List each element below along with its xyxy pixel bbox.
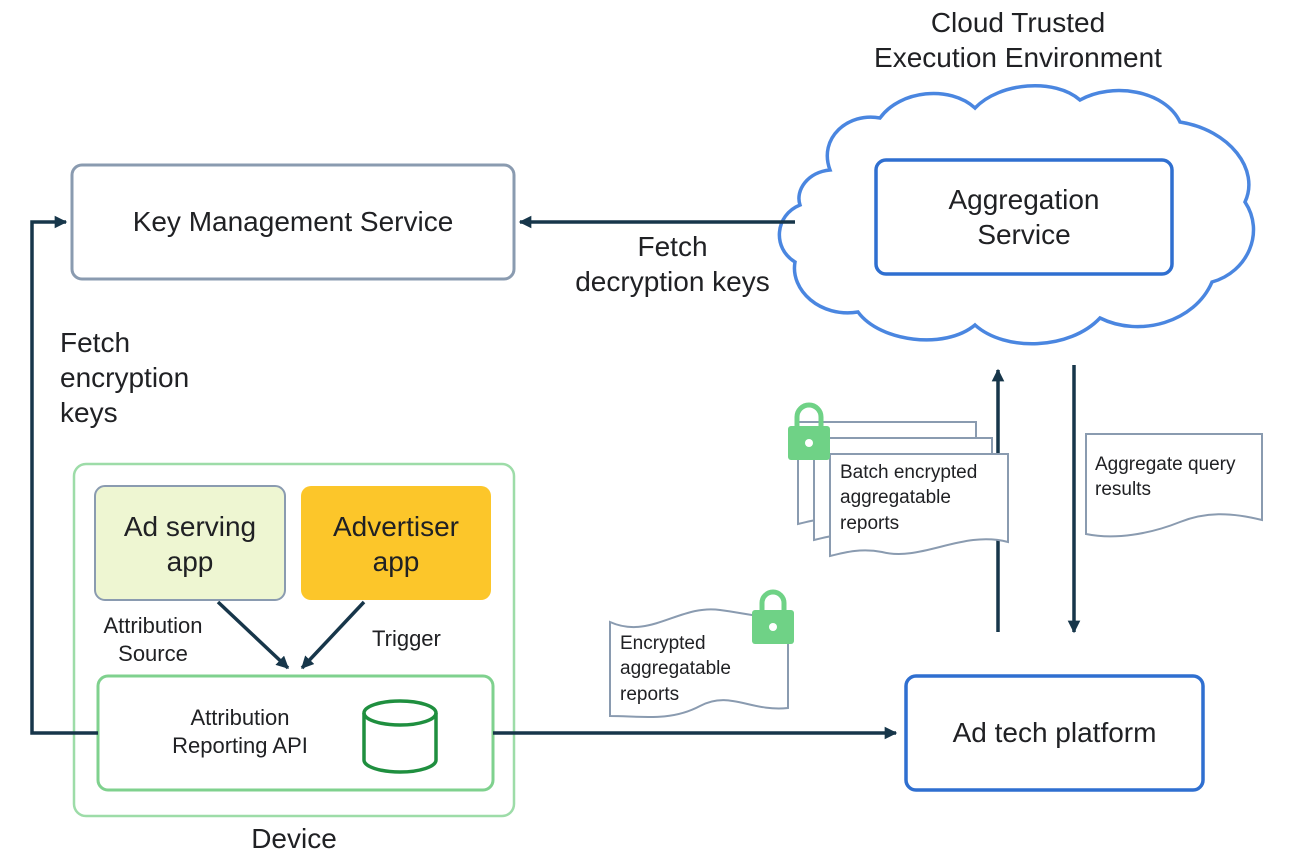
ad-serving-app-label: Ad serving app [123,511,257,577]
cloud-title: Cloud Trusted Execution Environment [874,7,1162,73]
attribution-source-label: Attribution Source [103,613,203,666]
ad-serving-app-box [94,485,286,601]
advertiser-app-label: Advertiser app [332,511,460,577]
batch-reports-document-stack [797,421,1009,558]
encrypted-reports-document [609,608,789,719]
trigger-label: Trigger [372,626,441,651]
attribution-api-label: Attribution Reporting API [172,705,308,758]
ad-tech-platform-label: Ad tech platform [952,717,1157,748]
advertiser-app-box [301,486,491,600]
batch-lock-icon [788,402,830,460]
database-icon [362,699,438,774]
aggregate-results-label: Aggregate query results [1095,454,1236,501]
ad-tech-platform-box [904,674,1205,792]
batch-reports-label: Batch encrypted aggregatable reports [840,462,978,534]
fetch-decryption-label: Fetch decryption keys [575,231,770,297]
ad-serving-to-api-arrow [216,600,290,670]
encrypted-lock-icon [752,589,794,644]
aggregate-results-document [1085,433,1263,538]
aggregation-service-label: Aggregation Service [948,184,1100,250]
advertiser-to-api-arrow [300,600,366,670]
encrypted-reports-label: Encrypted aggregatable reports [620,633,731,705]
key-management-label: Key Management Service [132,206,454,237]
key-management-box [70,163,516,281]
aggregation-service-box [874,158,1174,276]
device-label: Device [251,823,337,854]
fetch-encryption-label: Fetch encryption keys [60,327,190,428]
fetch-encryption-arrow [30,215,98,735]
